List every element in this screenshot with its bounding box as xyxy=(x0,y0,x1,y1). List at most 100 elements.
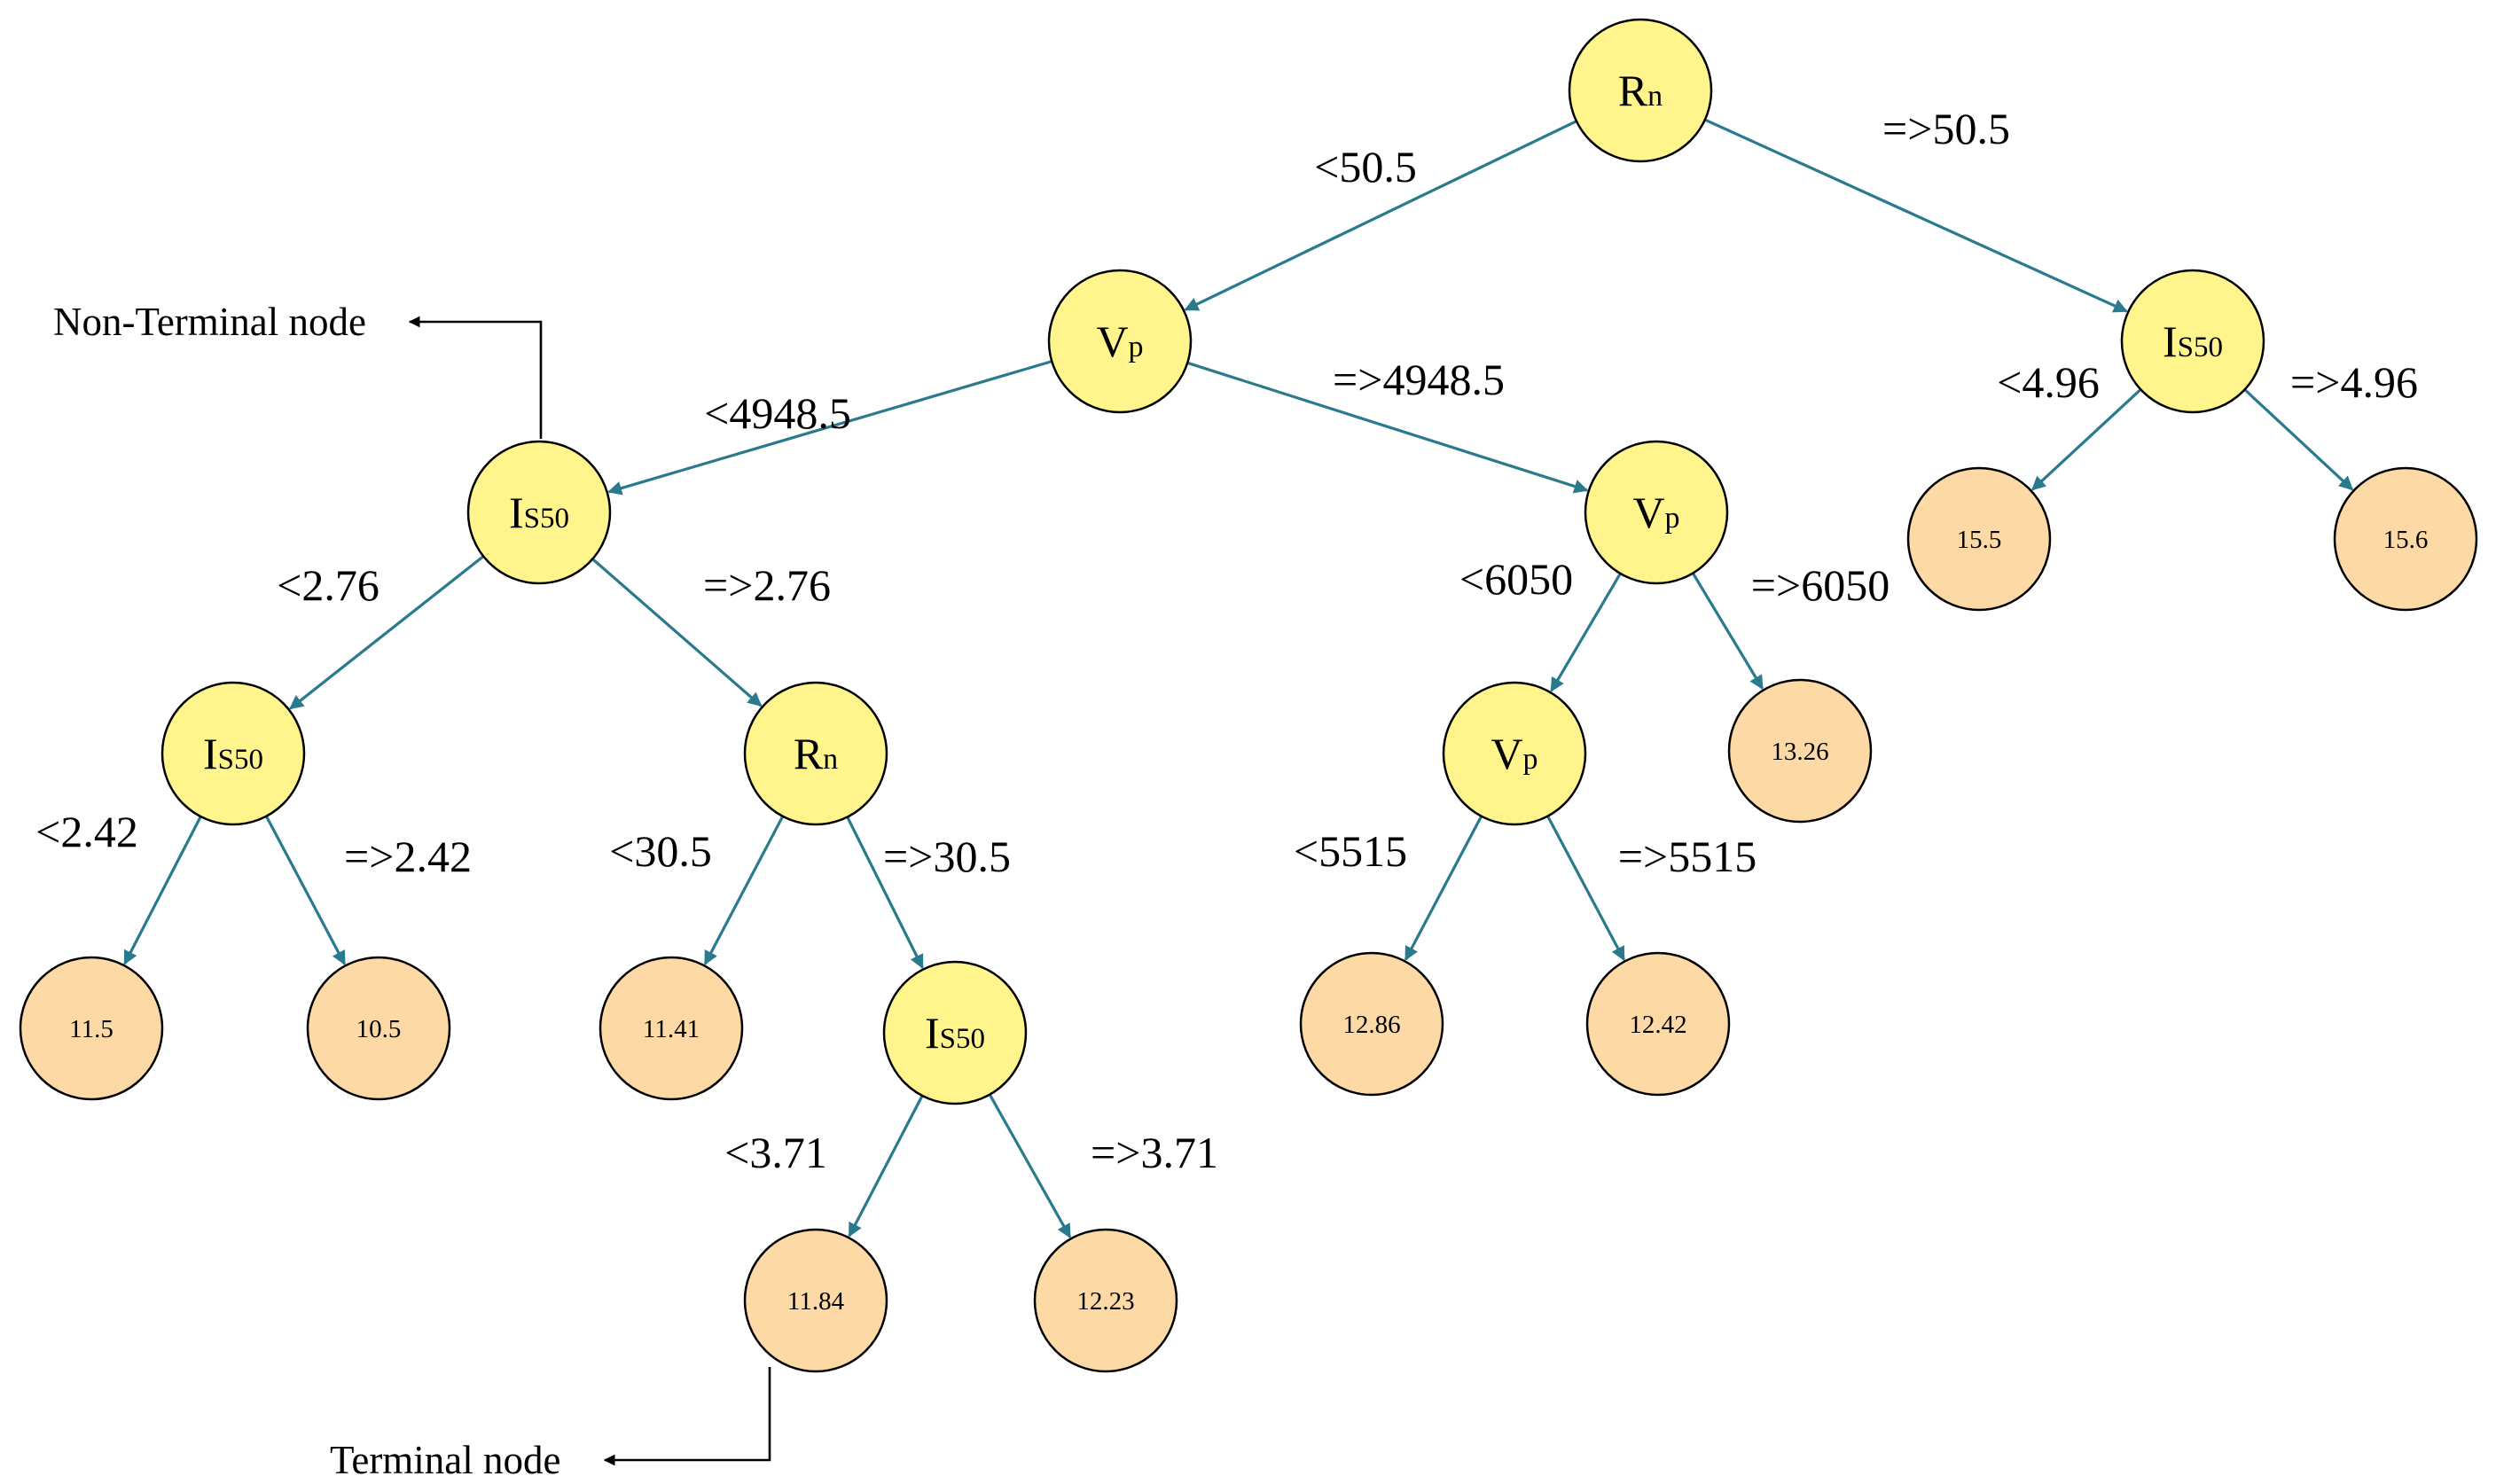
decision-node-n4: Vp xyxy=(1584,440,1729,585)
split-variable-sub: S50 xyxy=(524,503,569,535)
decision-node-n1: Rn xyxy=(1568,18,1713,163)
terminal-value: 11.84 xyxy=(787,1287,845,1316)
edge-n2-n5 xyxy=(607,360,1052,496)
decision-node-n6: Rn xyxy=(743,681,888,826)
decision-node-n8: IS50 xyxy=(160,681,306,826)
terminal-node-l1: 15.5 xyxy=(1906,466,2052,612)
non-terminal-callout-label: Non-Terminal node xyxy=(53,300,366,344)
split-variable: IS50 xyxy=(203,729,263,778)
split-variable: Rn xyxy=(794,729,838,778)
edge-label-n2-n4: =>4948.5 xyxy=(1333,355,1505,404)
edge-n6-l6 xyxy=(703,816,785,965)
terminal-node-l2: 15.6 xyxy=(2333,466,2478,612)
edge-label-n9-l10: =>3.71 xyxy=(1091,1128,1218,1177)
edge-n7-l7 xyxy=(1404,816,1483,961)
terminal-value: 13.26 xyxy=(1771,738,1828,766)
decision-node-n7: Vp xyxy=(1442,681,1587,826)
node-circle xyxy=(19,956,164,1101)
node-circle xyxy=(1047,269,1193,414)
split-variable-sub: n xyxy=(823,743,838,776)
node-circle xyxy=(1584,440,1729,585)
node-circle xyxy=(1906,466,2052,612)
node-circle xyxy=(1585,951,1731,1097)
edge-n6-n9 xyxy=(846,816,924,970)
terminal-node-l7: 12.86 xyxy=(1299,951,1444,1097)
edge-label-n3-l1: <4.96 xyxy=(1997,357,2100,407)
node-circle xyxy=(1299,951,1444,1097)
split-variable: IS50 xyxy=(509,488,569,537)
non-terminal-callout-line xyxy=(408,316,543,439)
decision-node-n3: IS50 xyxy=(2120,269,2265,414)
callout-layer: Non-Terminal node Terminal node xyxy=(53,300,771,1482)
node-circle xyxy=(743,1228,888,1373)
split-variable: IS50 xyxy=(2163,316,2223,366)
node-circle xyxy=(1442,681,1587,826)
edge-n9-l9 xyxy=(848,1095,924,1238)
split-variable-sub: p xyxy=(1665,502,1680,535)
terminal-value: 12.86 xyxy=(1342,1011,1400,1039)
edge-label-n8-l5: =>2.42 xyxy=(344,832,472,881)
terminal-node-l9: 11.84 xyxy=(743,1228,888,1373)
decision-node-n5: IS50 xyxy=(466,440,612,585)
split-variable-main: I xyxy=(2163,316,2178,366)
split-variable: Vp xyxy=(1632,488,1679,537)
edge-n7-l8 xyxy=(1546,815,1625,961)
terminal-node-l6: 11.41 xyxy=(599,956,744,1101)
node-circle xyxy=(599,956,744,1101)
decision-node-n2: Vp xyxy=(1047,269,1193,414)
edge-n4-n7 xyxy=(1550,573,1622,692)
split-variable-sub: p xyxy=(1129,331,1144,363)
edge-n2-n4 xyxy=(1186,361,1589,494)
split-variable: Vp xyxy=(1096,316,1143,366)
edge-label-n5-n6: =>2.76 xyxy=(703,560,831,610)
terminal-value: 12.42 xyxy=(1629,1011,1686,1039)
node-circle xyxy=(743,681,888,826)
node-circle xyxy=(306,956,451,1101)
edge-label-n8-l4: <2.42 xyxy=(35,807,138,856)
edge-label-n6-n9: =>30.5 xyxy=(883,832,1011,881)
edge-label-n5-n8: <2.76 xyxy=(277,560,379,610)
split-variable-sub: S50 xyxy=(940,1023,985,1055)
edges-layer: <50.5=>50.5<4948.5=>4948.5<4.96=>4.96<2.… xyxy=(35,104,2418,1238)
edge-label-n6-l6: <30.5 xyxy=(609,826,712,876)
split-variable: Vp xyxy=(1491,729,1538,778)
edge-n5-n6 xyxy=(591,558,763,707)
edge-n4-l3 xyxy=(1691,572,1764,691)
terminal-node-l5: 10.5 xyxy=(306,956,451,1101)
terminal-value: 15.5 xyxy=(1957,526,2002,554)
edge-n8-l4 xyxy=(123,816,202,965)
edge-n5-n8 xyxy=(289,555,485,710)
node-circle xyxy=(2333,466,2478,612)
edge-label-n4-l3: =>6050 xyxy=(1751,560,1890,610)
split-variable-sub: S50 xyxy=(218,744,263,776)
edge-n1-n3 xyxy=(1704,118,2128,313)
edge-n3-l1 xyxy=(2031,388,2142,491)
terminal-value: 12.23 xyxy=(1076,1287,1134,1316)
terminal-value: 11.41 xyxy=(643,1015,700,1043)
edge-label-n3-l2: =>4.96 xyxy=(2290,357,2418,407)
edge-label-n1-n2: <50.5 xyxy=(1314,142,1417,191)
terminal-value: 15.6 xyxy=(2383,526,2429,554)
terminal-node-l10: 12.23 xyxy=(1033,1228,1178,1373)
split-variable-sub: n xyxy=(1647,80,1663,113)
edge-label-n9-l9: <3.71 xyxy=(724,1128,827,1177)
edge-n8-l5 xyxy=(264,815,347,965)
split-variable-main: R xyxy=(794,729,824,778)
terminal-value: 10.5 xyxy=(356,1015,402,1043)
edge-n3-l2 xyxy=(2243,388,2354,491)
terminal-node-l4: 11.5 xyxy=(19,956,164,1101)
node-circle xyxy=(1033,1228,1178,1373)
node-circle xyxy=(1568,18,1713,163)
edge-label-n7-l8: =>5515 xyxy=(1618,832,1757,881)
edge-n1-n2 xyxy=(1184,120,1577,311)
node-circle xyxy=(1727,678,1873,824)
split-variable-main: I xyxy=(925,1008,940,1058)
split-variable-main: I xyxy=(509,488,524,537)
edge-n9-l10 xyxy=(988,1093,1072,1238)
split-variable-main: V xyxy=(1632,488,1664,537)
split-variable-main: V xyxy=(1491,729,1522,778)
edge-label-n1-n3: =>50.5 xyxy=(1882,104,2010,153)
edge-label-n4-n7: <6050 xyxy=(1459,554,1573,604)
